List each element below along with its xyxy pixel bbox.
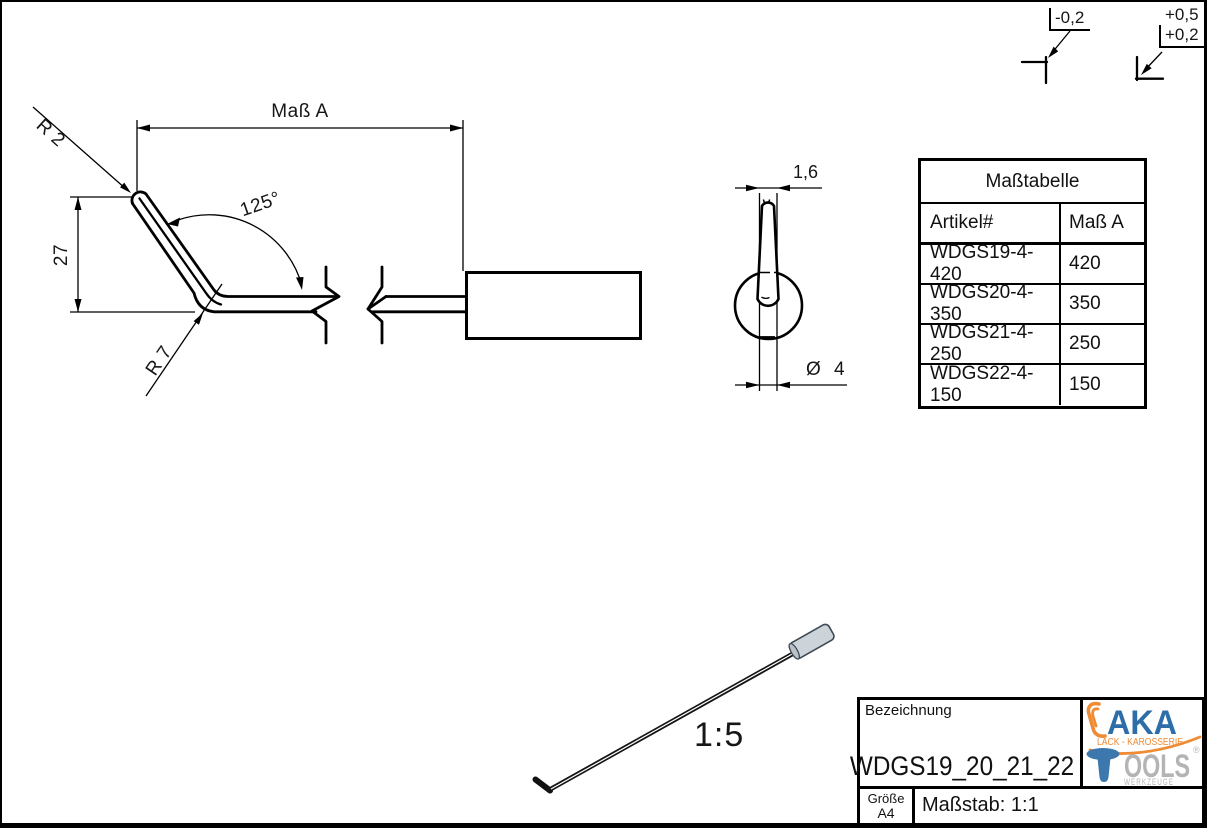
angle-arc-125 bbox=[177, 214, 303, 287]
arrowhead bbox=[137, 124, 150, 132]
logo-brand-top: AKA bbox=[1107, 704, 1177, 742]
logo-tagline-top: LACK - KAROSSERIE bbox=[1097, 737, 1183, 748]
size-cell: Größe A4 bbox=[860, 789, 915, 823]
aka-tools-logo: AKA LACK - KAROSSERIE OOLS ® WERKZEUGE bbox=[1086, 701, 1202, 786]
table-row: WDGS22-4-150 150 bbox=[921, 363, 1144, 406]
logo-tagline-bottom: WERKZEUGE bbox=[1124, 777, 1174, 786]
drawing-number: WDGS19_20_21_22 bbox=[849, 751, 1074, 781]
dim-label-16: 1,6 bbox=[793, 162, 819, 182]
iso-handle-end bbox=[788, 642, 801, 660]
cell-article: WDGS20-4-350 bbox=[921, 282, 1061, 325]
arrowhead bbox=[450, 124, 463, 132]
shaft-break-right-jog bbox=[366, 295, 388, 311]
blade-front-outline bbox=[756, 201, 780, 308]
size-value: A4 bbox=[877, 805, 895, 821]
cell-dim-a: 250 bbox=[1069, 333, 1101, 354]
dim-label-dia4: Ø 4 bbox=[806, 359, 849, 380]
blade-upper-edge bbox=[144, 192, 339, 298]
col-header-article: Artikel# bbox=[921, 204, 1061, 242]
tolerance-note-right: +0,5 +0,2 bbox=[1159, 5, 1205, 48]
dim-label-mass-a: Maß A bbox=[271, 101, 329, 122]
arrowhead bbox=[746, 184, 760, 192]
cell-article: WDGS22-4-150 bbox=[921, 363, 1061, 406]
col-header-dim: Maß A bbox=[1069, 212, 1124, 233]
logo-cell: AKA LACK - KAROSSERIE OOLS ® WERKZEUGE bbox=[1083, 700, 1202, 786]
leader-r2 bbox=[32, 106, 127, 190]
edge-tolerance-symbols bbox=[1020, 30, 1165, 85]
arrowhead bbox=[777, 184, 790, 192]
arrowhead bbox=[1048, 46, 1059, 58]
cell-article: WDGS19-4-420 bbox=[921, 242, 1061, 285]
iso-rod-highlight bbox=[550, 652, 795, 790]
iso-handle bbox=[788, 623, 835, 660]
chair-icon bbox=[1086, 701, 1107, 738]
table-row: WDGS20-4-350 350 bbox=[921, 282, 1144, 325]
arrowhead bbox=[167, 217, 180, 227]
arrowhead bbox=[74, 299, 82, 312]
title-block: Bezeichnung WDGS19_20_21_22 AKA LACK - K… bbox=[850, 697, 1205, 826]
title-block-bottom: Größe A4 Maßstab: 1:1 bbox=[860, 789, 1202, 823]
isometric-view bbox=[532, 623, 835, 794]
iso-scale-label: 1:5 bbox=[694, 716, 745, 754]
title-block-top: Bezeichnung WDGS19_20_21_22 AKA LACK - K… bbox=[850, 700, 1202, 789]
cell-dim-a: 350 bbox=[1069, 293, 1101, 314]
cell-dim-a: 420 bbox=[1069, 253, 1101, 274]
arrowhead bbox=[193, 313, 203, 325]
tolerance-right-lower: +0,2 bbox=[1159, 25, 1205, 48]
tolerance-left-value: -0,2 bbox=[1049, 8, 1091, 31]
chair-icon-inner bbox=[1091, 707, 1100, 728]
blade-inner-curve bbox=[761, 296, 770, 300]
blade-lower-edge bbox=[131, 202, 318, 314]
section-view-linework bbox=[733, 184, 847, 391]
tolerance-note-left: -0,2 bbox=[1049, 8, 1091, 31]
arrowhead bbox=[296, 277, 304, 290]
arrowhead bbox=[777, 381, 790, 389]
dent-tool-icon-stem bbox=[1097, 758, 1111, 782]
main-view-linework bbox=[130, 190, 642, 345]
shaft-break-left bbox=[310, 265, 341, 345]
tolerance-right-upper: +0,5 bbox=[1165, 5, 1199, 24]
table-row: WDGS21-4-250 250 bbox=[921, 322, 1144, 365]
mass-table-title: Maßtabelle bbox=[921, 161, 1144, 204]
logo-brand-bottom: OOLS bbox=[1124, 748, 1190, 784]
arrowhead bbox=[74, 197, 82, 210]
main-view-dimensions bbox=[32, 106, 464, 397]
tip-notch bbox=[762, 199, 771, 205]
cell-article: WDGS21-4-250 bbox=[921, 322, 1061, 365]
mass-table-header: Artikel# Maß A bbox=[921, 204, 1144, 245]
table-row: WDGS19-4-420 420 bbox=[921, 242, 1144, 285]
cell-dim-a: 150 bbox=[1069, 374, 1101, 395]
designation-cell: Bezeichnung WDGS19_20_21_22 bbox=[850, 700, 1083, 786]
leader-r7 bbox=[145, 283, 223, 397]
blade-tip-cap bbox=[130, 190, 148, 205]
handle-rectangle bbox=[465, 271, 642, 340]
arrowhead bbox=[746, 381, 760, 389]
size-label: Größe bbox=[867, 791, 905, 806]
scale-cell: Maßstab: 1:1 bbox=[922, 794, 1039, 816]
dim-label-27: 27 bbox=[51, 243, 72, 267]
arrowhead bbox=[120, 182, 131, 193]
mass-table: Maßtabelle Artikel# Maß A WDGS19-4-420 4… bbox=[918, 158, 1147, 409]
designation-label: Bezeichnung bbox=[865, 702, 952, 719]
arrowhead bbox=[1141, 63, 1152, 75]
registered-mark: ® bbox=[1193, 745, 1200, 755]
dent-tool-icon-head bbox=[1086, 748, 1120, 760]
